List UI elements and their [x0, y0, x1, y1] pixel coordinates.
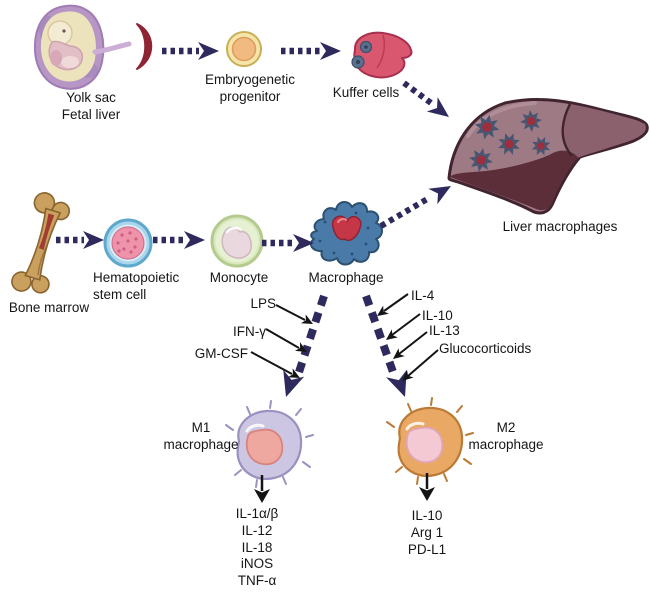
m2-macrophage-label: M2 macrophage [468, 420, 544, 452]
kuffer-cells-liver [351, 31, 413, 79]
m2-product-item: IL-10 [411, 508, 443, 523]
arrow-m2-products [419, 473, 435, 501]
arrow-macrophage-to-m2 [362, 294, 407, 397]
hematopoietic-stem-cell-label: Hematopoietic stem cell [93, 270, 180, 302]
yolk-sac-label: Yolk sac Fetal liver [61, 90, 121, 122]
il13-label: IL-13 [429, 323, 460, 338]
arrow-m1-products [254, 475, 270, 503]
m1-product-item: IL-12 [241, 522, 273, 538]
arrow-bone-to-hsc [56, 231, 104, 249]
liver-macrophages-label: Liver macrophages [502, 219, 618, 234]
monocyte-label: Monocyte [209, 270, 269, 285]
m1-product-item: IL-18 [241, 539, 273, 555]
arrow-il10 [386, 313, 421, 340]
arrow-hsc-to-monocyte [153, 231, 205, 249]
gm-csf-label: GM-CSF [194, 346, 248, 361]
arrow-gm-csf [250, 351, 300, 378]
embryogenetic-progenitor-label: Embryogenetic progenitor [204, 72, 296, 104]
placenta-crescent-icon [136, 23, 153, 70]
m1-product-item: IL-1α/β [235, 506, 279, 521]
m1-product-item: TNF-α [237, 573, 277, 589]
m1-macrophage-label: M1 macrophage [163, 420, 239, 452]
arrow-yolk-to-progenitor [162, 42, 219, 60]
arrow-macrophage-to-m1 [283, 294, 328, 397]
arrow-glucocorticoids [402, 349, 439, 381]
m2-product-item: Arg 1 [410, 524, 444, 540]
embryogenetic-progenitor-cell [226, 31, 262, 67]
macrophage-label: Macrophage [308, 270, 384, 285]
liver-macrophages-illustration [447, 97, 649, 215]
arrow-il13 [393, 331, 428, 359]
il10-inducer-label: IL-10 [422, 308, 453, 323]
glucocorticoids-label: Glucocorticoids [439, 341, 532, 356]
m2-product-item: PD-L1 [407, 541, 447, 557]
bone-marrow-label: Bone marrow [8, 300, 90, 315]
ifn-gamma-label: IFN-γ [233, 324, 266, 339]
yolk-sac-illustration [33, 4, 132, 90]
arrow-macrophage-to-liver [379, 186, 451, 229]
arrow-ifn-gamma [265, 328, 307, 352]
m2-products-list: IL-10 Arg 1 PD-L1 [377, 508, 477, 558]
m1-macrophage-illustration [225, 400, 314, 488]
bone-marrow-illustration [11, 192, 71, 294]
arrow-kuffer-to-liver [402, 80, 449, 117]
arrow-lps [275, 304, 313, 324]
monocyte-illustration [210, 214, 264, 268]
m2-macrophage-illustration [386, 397, 474, 485]
hematopoietic-stem-cell-illustration [103, 218, 153, 268]
m1-products-list: IL-1α/β IL-12 IL-18 iNOS TNF-α [207, 506, 307, 590]
lps-label: LPS [250, 296, 276, 311]
macrophage-illustration [310, 201, 383, 266]
arrow-progenitor-to-kuffer [281, 42, 341, 60]
il4-label: IL-4 [411, 288, 435, 303]
kuffer-cells-label: Kuffer cells [332, 85, 400, 100]
m1-product-item: iNOS [240, 556, 274, 572]
arrow-monocyte-to-macrophage [262, 234, 314, 252]
arrow-il4 [377, 293, 409, 316]
